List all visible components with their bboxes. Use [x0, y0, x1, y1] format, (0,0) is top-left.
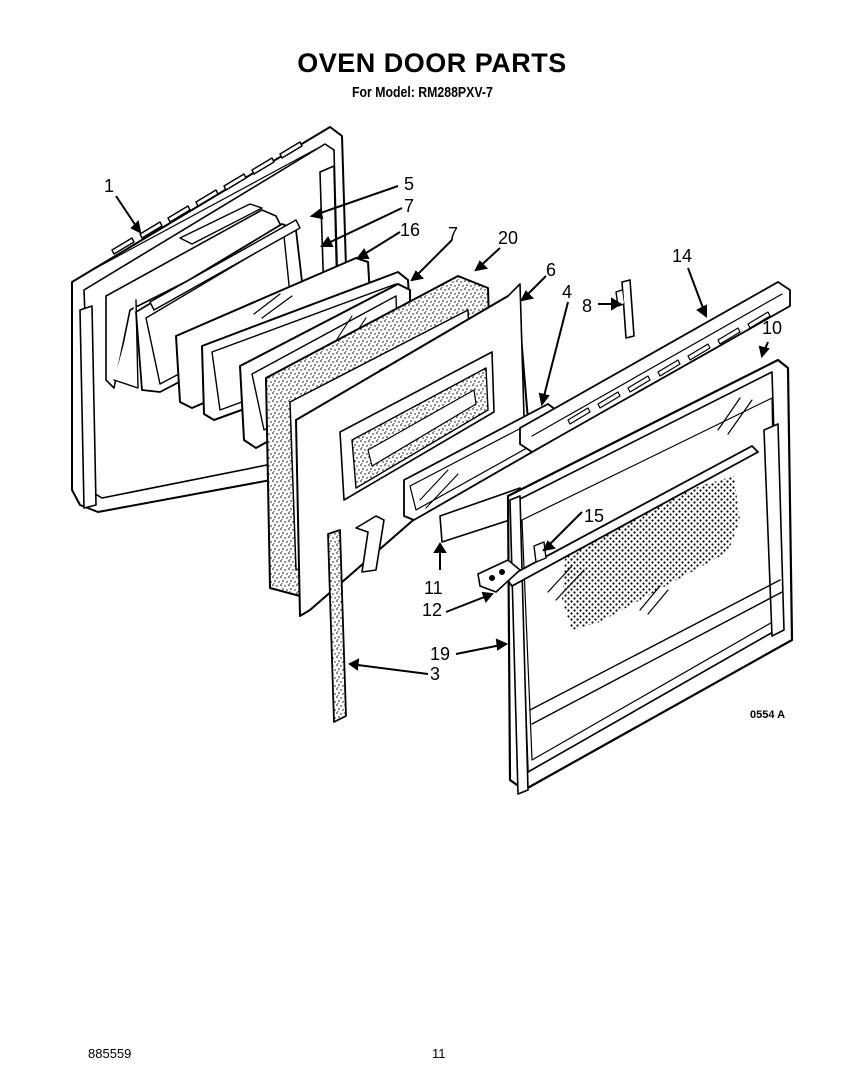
part-label-19: 19 [430, 644, 450, 664]
part-label-20: 20 [498, 228, 518, 248]
part-number-labels: 1 5 7 16 7 20 6 4 8 14 10 15 11 12 19 3 … [104, 174, 785, 721]
hinge-bracket [355, 515, 385, 573]
part-label-15: 15 [584, 506, 604, 526]
part-label-11: 11 [424, 578, 443, 598]
top-trim-14 [519, 281, 791, 453]
part-label-16: 16 [400, 220, 420, 240]
page-number: 11 [432, 1046, 446, 1061]
page-title: OVEN DOOR PARTS [297, 48, 567, 78]
leader-lines [115, 185, 770, 675]
door-panel-6 [295, 283, 529, 617]
part-label-3: 3 [430, 664, 440, 684]
clip-8 [615, 279, 635, 339]
part-label-5: 5 [404, 174, 414, 194]
part-label-8: 8 [582, 296, 592, 316]
door-handle [505, 445, 759, 587]
document-number: 885559 [88, 1046, 132, 1061]
side-trim-3 [327, 529, 347, 723]
hinge-plate-12 [477, 559, 521, 593]
part-label-4: 4 [562, 282, 572, 302]
part-label-7b: 7 [448, 224, 458, 244]
part-label-14: 14 [672, 246, 692, 266]
part-label-7a: 7 [404, 196, 414, 216]
diagram-code: 0554 A [750, 709, 785, 721]
part-label-12: 12 [422, 600, 442, 620]
part-label-1: 1 [104, 176, 114, 196]
part-label-6: 6 [546, 260, 556, 280]
part-label-10: 10 [762, 318, 782, 338]
bracket-15 [533, 541, 547, 563]
model-subtitle: For Model: RM288PXV-7 [352, 84, 493, 101]
